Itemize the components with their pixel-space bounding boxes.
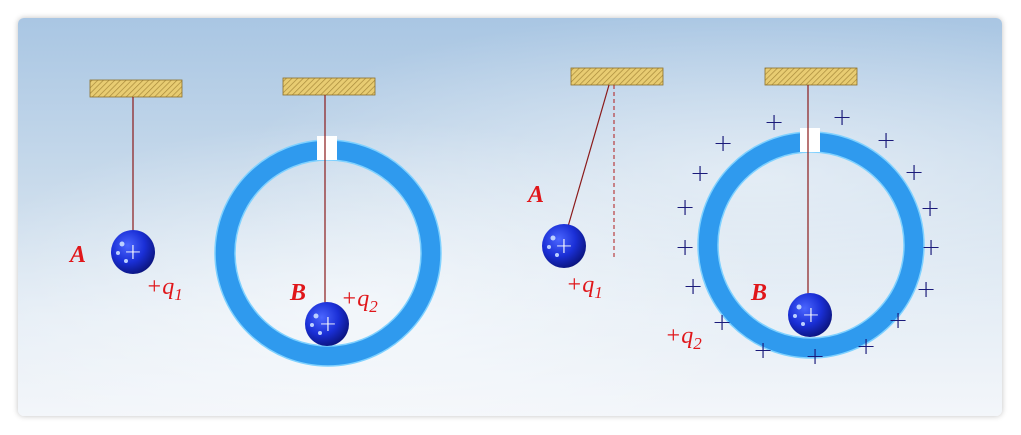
surface-charges: +++++++++++++++++ (675, 103, 941, 370)
support-b-right (764, 67, 858, 86)
ball-a-left-sign: + (124, 240, 142, 265)
surface-charge-plus: + (805, 342, 825, 370)
charge-a-right: +q1 (566, 272, 603, 302)
ball-b-left: + (305, 302, 349, 346)
surface-charge-plus: + (690, 159, 710, 187)
ball-b-left-sign: + (319, 312, 337, 337)
surface-charge-plus: + (856, 332, 876, 360)
ball-a-right-sign: + (555, 234, 573, 259)
surface-charge-plus: + (683, 272, 703, 300)
surface-charge-plus: + (904, 158, 924, 186)
diagram-frame: + A +q1 + B +q2 + A + (18, 18, 1002, 416)
label-a-right: A (526, 182, 544, 208)
label-a-left: A (68, 242, 86, 268)
ring-gap-left (317, 136, 337, 160)
ring-gap-right (800, 128, 820, 152)
surface-charge-plus: + (764, 108, 784, 136)
surface-charge-plus: + (921, 233, 941, 261)
surface-charge-plus: + (713, 129, 733, 157)
charge-b-left: +q2 (341, 286, 378, 316)
charge-b-right: +q2 (665, 323, 702, 353)
surface-charge-plus: + (920, 194, 940, 222)
support-b-left (282, 77, 376, 96)
surface-charge-plus: + (916, 275, 936, 303)
surface-charge-plus: + (753, 336, 773, 364)
support-a-right (570, 67, 664, 86)
string-a-right (566, 84, 610, 231)
surface-charge-plus: + (675, 233, 695, 261)
ball-b-right-sign: + (802, 303, 820, 328)
label-b-left: B (289, 280, 306, 306)
label-b-right: B (750, 280, 767, 306)
support-a-left (89, 79, 183, 98)
ball-a-left: + (111, 230, 155, 274)
ball-a-right: + (542, 224, 586, 268)
surface-charge-plus: + (888, 306, 908, 334)
surface-charge-plus: + (675, 193, 695, 221)
charge-a-left: +q1 (146, 274, 183, 304)
electrostatics-diagram: + A +q1 + B +q2 + A + (68, 67, 941, 370)
ball-b-right: + (788, 293, 832, 337)
surface-charge-plus: + (832, 103, 852, 131)
surface-charge-plus: + (712, 308, 732, 336)
surface-charge-plus: + (876, 126, 896, 154)
